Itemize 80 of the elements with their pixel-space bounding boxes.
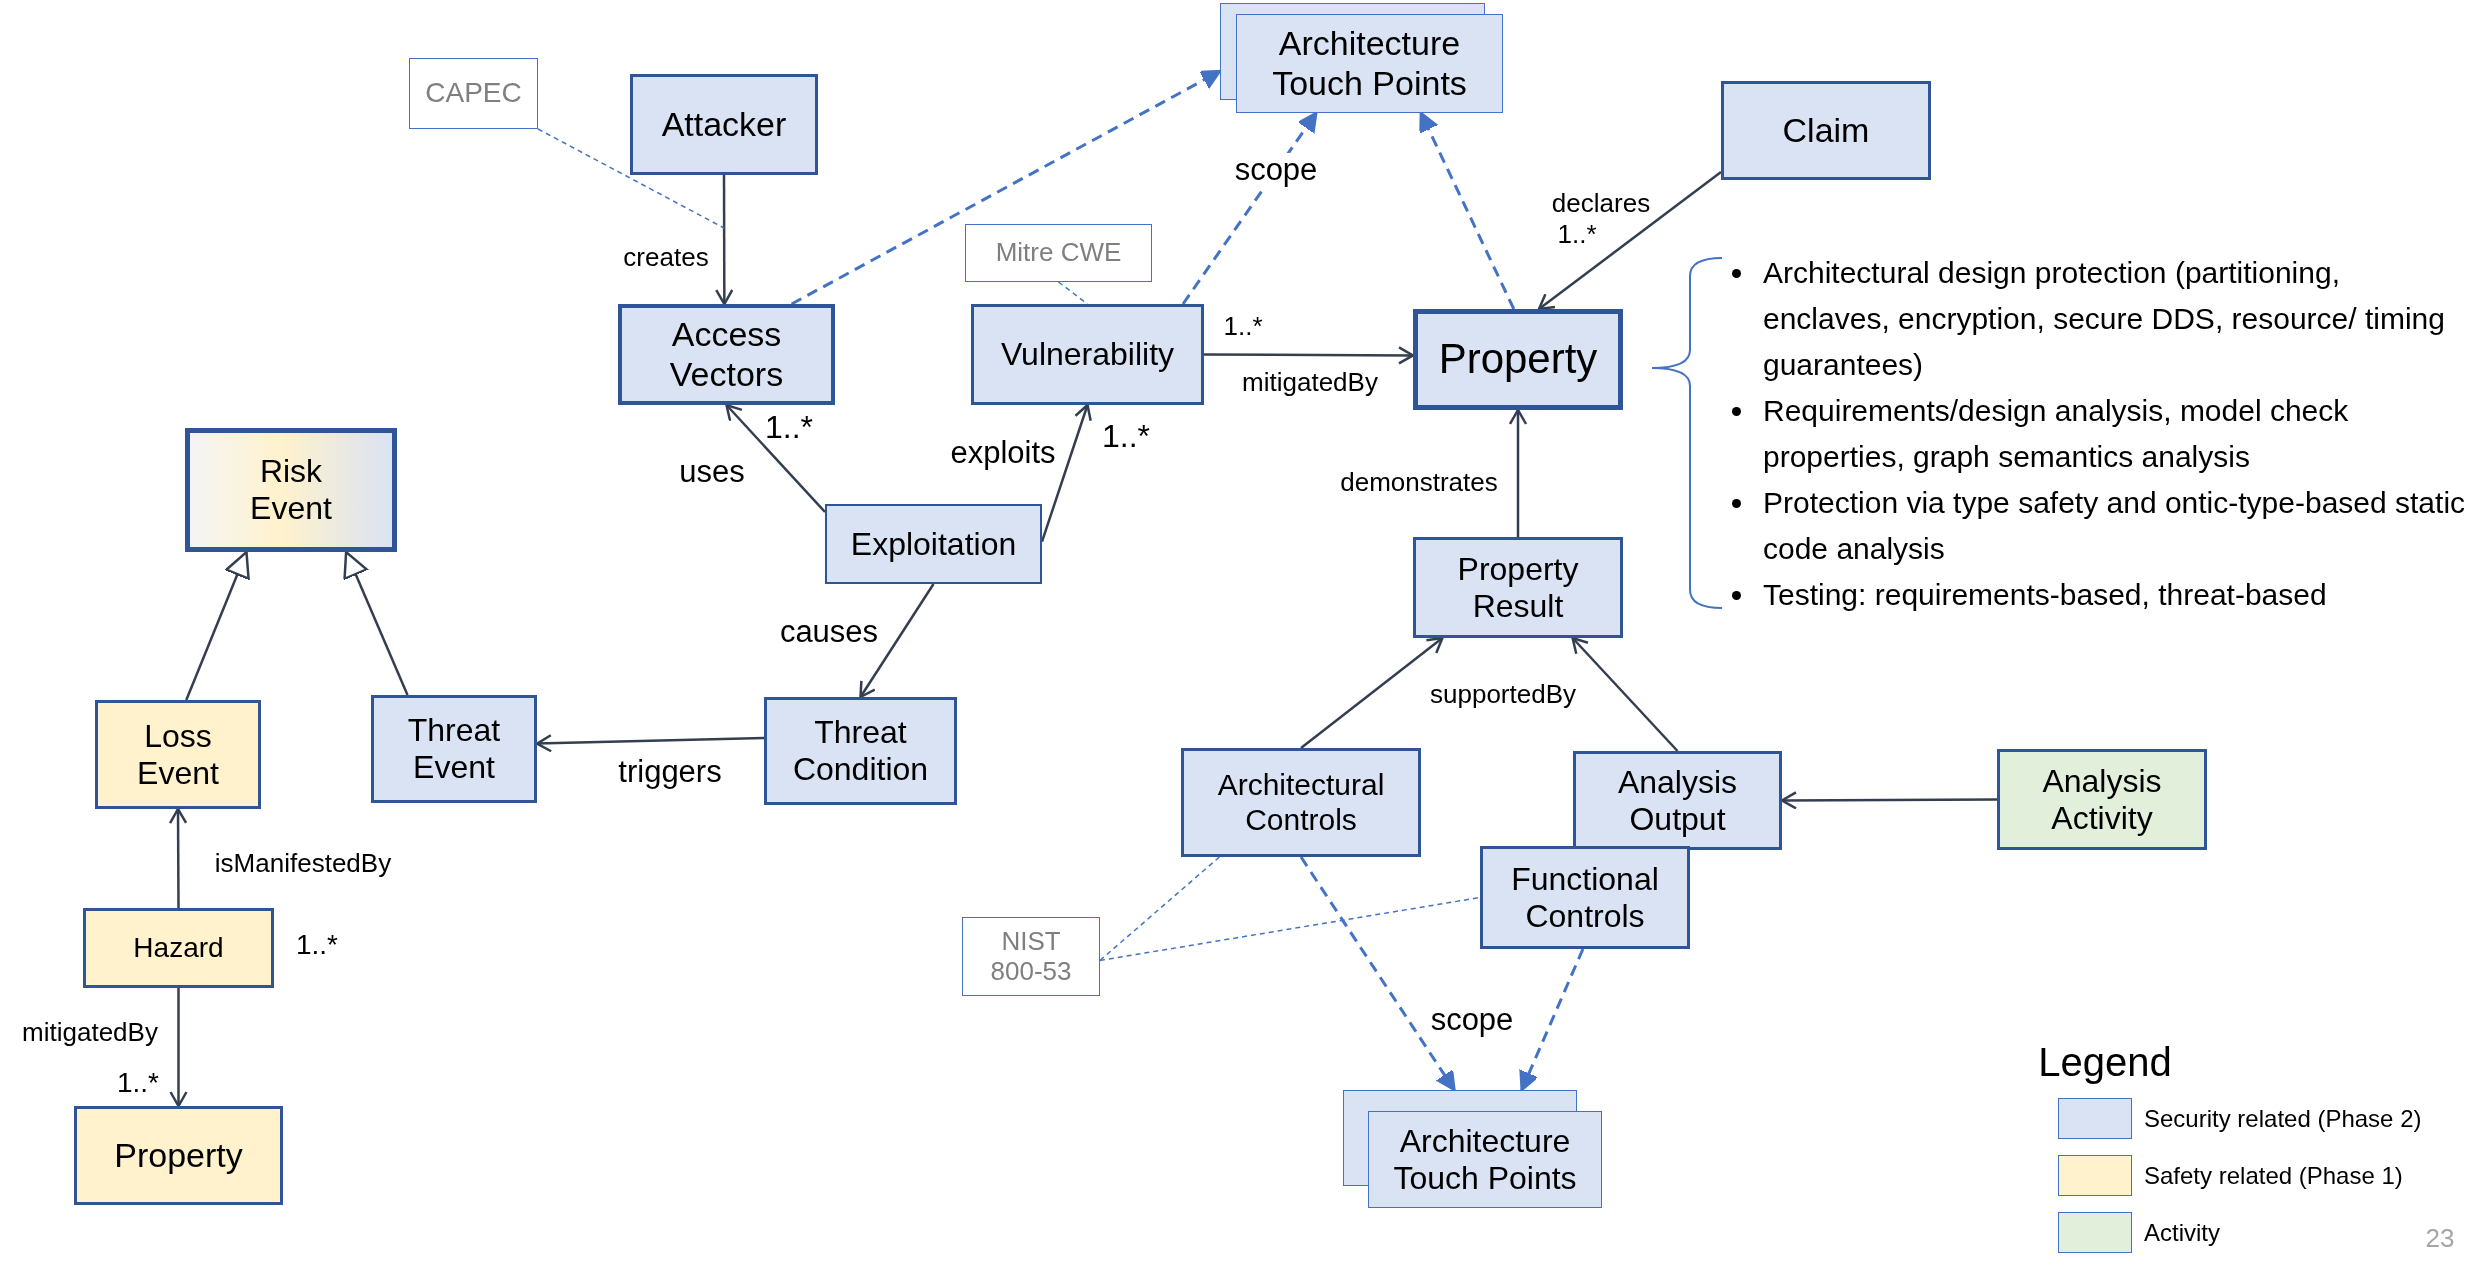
multiplicity: 1..* — [1102, 419, 1150, 455]
class-box — [618, 304, 835, 405]
node-label: Claim — [1782, 110, 1870, 151]
class-box — [1721, 81, 1931, 180]
class-box — [95, 700, 261, 809]
stacked-box — [1343, 1090, 1602, 1208]
node-label: Loss Event — [136, 717, 220, 792]
note-box — [965, 224, 1152, 282]
class-box — [1413, 309, 1623, 410]
generalization-arrow — [343, 550, 409, 696]
bullet-text: Requirements/design analysis, model check properties, graph semantics analysis — [1763, 393, 2350, 475]
node-label: Vulnerability — [1000, 336, 1175, 373]
note-box — [409, 58, 538, 129]
bullet-text: Testing: requirements-based, threat-based — [1763, 577, 2327, 613]
generalization-arrow — [185, 550, 250, 701]
arrow — [1537, 171, 1722, 311]
node-label: NIST 800-53 — [989, 926, 1073, 987]
arrow — [1571, 636, 1679, 752]
bullet-text: Architectural design protection (partitioning, enclaves, encryption, secure DDS, resource/ timing guarantees) — [1763, 255, 2446, 383]
node-label: Exploitation — [850, 525, 1017, 563]
legend-label: Activity — [2144, 1218, 2220, 1247]
dashed-arrow — [790, 69, 1222, 306]
dashed-arrow — [1419, 111, 1516, 310]
multiplicity: 1..* — [296, 929, 338, 961]
node-label: Property Result — [1456, 550, 1580, 625]
legend-title: Legend — [2038, 1040, 2172, 1084]
class-box — [371, 695, 537, 803]
multiplicity: 1..* — [1557, 219, 1597, 249]
arrow — [169, 988, 188, 1108]
arrow — [1508, 408, 1528, 537]
arrow — [1300, 636, 1444, 749]
arrow — [535, 734, 765, 753]
dashed-arrow — [1299, 856, 1456, 1092]
class-box — [630, 74, 818, 175]
class-box — [1480, 846, 1690, 949]
node-label: Property — [114, 1135, 243, 1176]
arrow — [715, 175, 734, 306]
dashed-arrow — [1519, 948, 1585, 1092]
stacked-box — [1220, 3, 1503, 113]
node-label: Analysis Output — [1616, 763, 1739, 838]
class-box — [764, 697, 957, 805]
node-label: Threat Event — [406, 712, 502, 786]
arrow — [1780, 791, 1997, 810]
node-label: Architecture Touch Points — [1271, 24, 1468, 103]
node-label: Mitre CWE — [995, 238, 1122, 268]
class-box — [1413, 537, 1623, 638]
multiplicity: 1..* — [1223, 311, 1263, 341]
arrow — [859, 583, 935, 699]
arrow — [725, 403, 826, 513]
leader-line — [537, 128, 725, 229]
node-label: Threat Condition — [791, 714, 930, 788]
class-box — [971, 304, 1204, 405]
arrow — [168, 807, 188, 908]
node-label: Attacker — [661, 104, 787, 145]
class-box — [1573, 751, 1782, 850]
note-box — [962, 917, 1100, 996]
node-label: CAPEC — [425, 77, 522, 110]
multiplicity: 1..* — [117, 1067, 159, 1099]
node-label: Risk Event — [249, 453, 333, 527]
bullet-text: Protection via type safety and ontic-type-based static code analysis — [1763, 485, 2467, 567]
leader-line — [1099, 896, 1481, 962]
legend-label: Security related (Phase 2) — [2144, 1104, 2422, 1133]
class-box — [74, 1106, 283, 1205]
page-number: 23 — [2425, 1223, 2455, 1253]
node-label: Property — [1438, 335, 1598, 384]
node-label: Access Vectors — [668, 315, 785, 394]
activity-box — [1997, 749, 2207, 850]
class-box — [1181, 748, 1421, 857]
node-label: Analysis Activity — [2041, 762, 2163, 837]
legend-label: Safety related (Phase 1) — [2144, 1161, 2403, 1190]
class-box — [185, 428, 397, 552]
arrow — [1204, 346, 1415, 365]
class-box — [825, 504, 1042, 584]
node-label: Hazard — [133, 931, 224, 965]
class-box — [83, 908, 274, 988]
node-label: Functional Controls — [1510, 860, 1660, 935]
leader-line — [1099, 856, 1221, 962]
multiplicity: 1..* — [765, 410, 813, 446]
node-label: Architectural Controls — [1216, 768, 1386, 837]
node-label: Architecture Touch Points — [1392, 1122, 1578, 1197]
